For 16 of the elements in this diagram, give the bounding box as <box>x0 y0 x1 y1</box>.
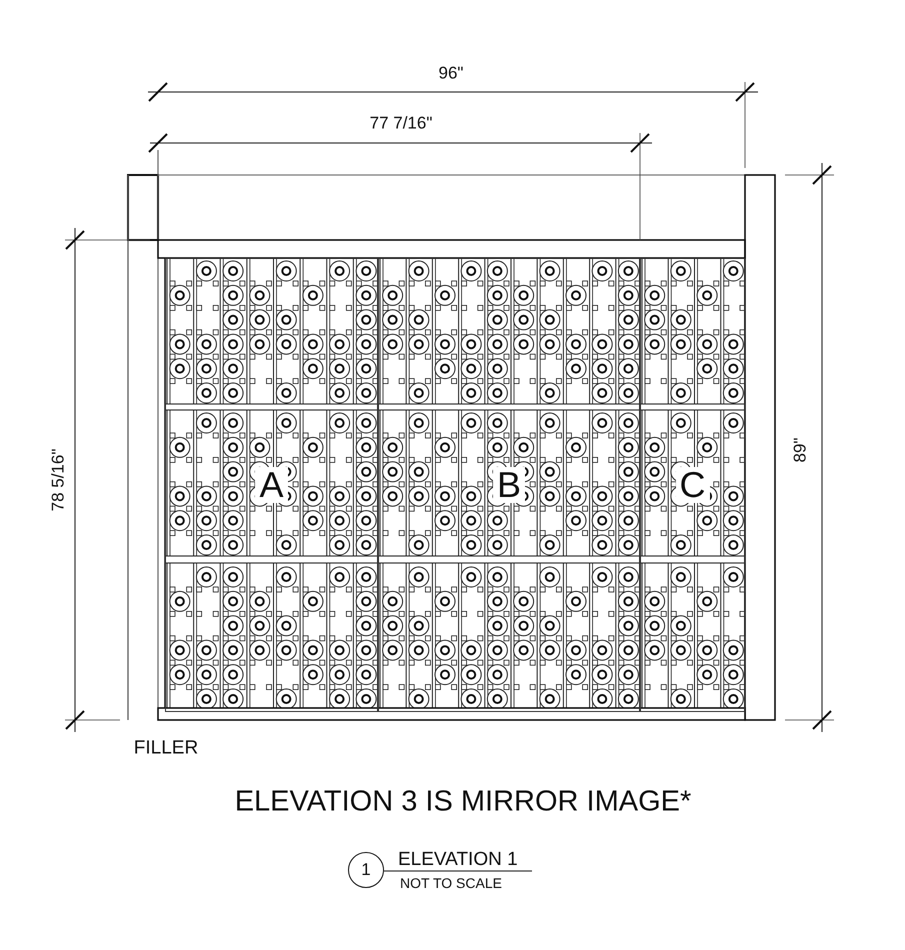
scale-note: NOT TO SCALE <box>400 876 502 890</box>
reference-bubble <box>348 852 384 888</box>
view-number: 1 <box>361 860 371 880</box>
dimension-text: 77 7/16" <box>370 114 432 132</box>
note-text: ELEVATION 3 IS MIRROR IMAGE* <box>234 788 692 816</box>
rack-section <box>165 258 378 712</box>
section-letter: B <box>492 467 525 503</box>
dimension-text: 78 5/16" <box>50 448 66 512</box>
view-title: ELEVATION 1 <box>398 850 518 869</box>
rack-section <box>378 258 640 712</box>
part-label: FILLER <box>134 738 198 758</box>
dimension-text: 89" <box>792 438 808 462</box>
section-letter: C <box>676 467 710 503</box>
section-letter: A <box>255 467 288 503</box>
dimension-text: 96" <box>438 64 464 82</box>
rack-section <box>640 258 745 712</box>
